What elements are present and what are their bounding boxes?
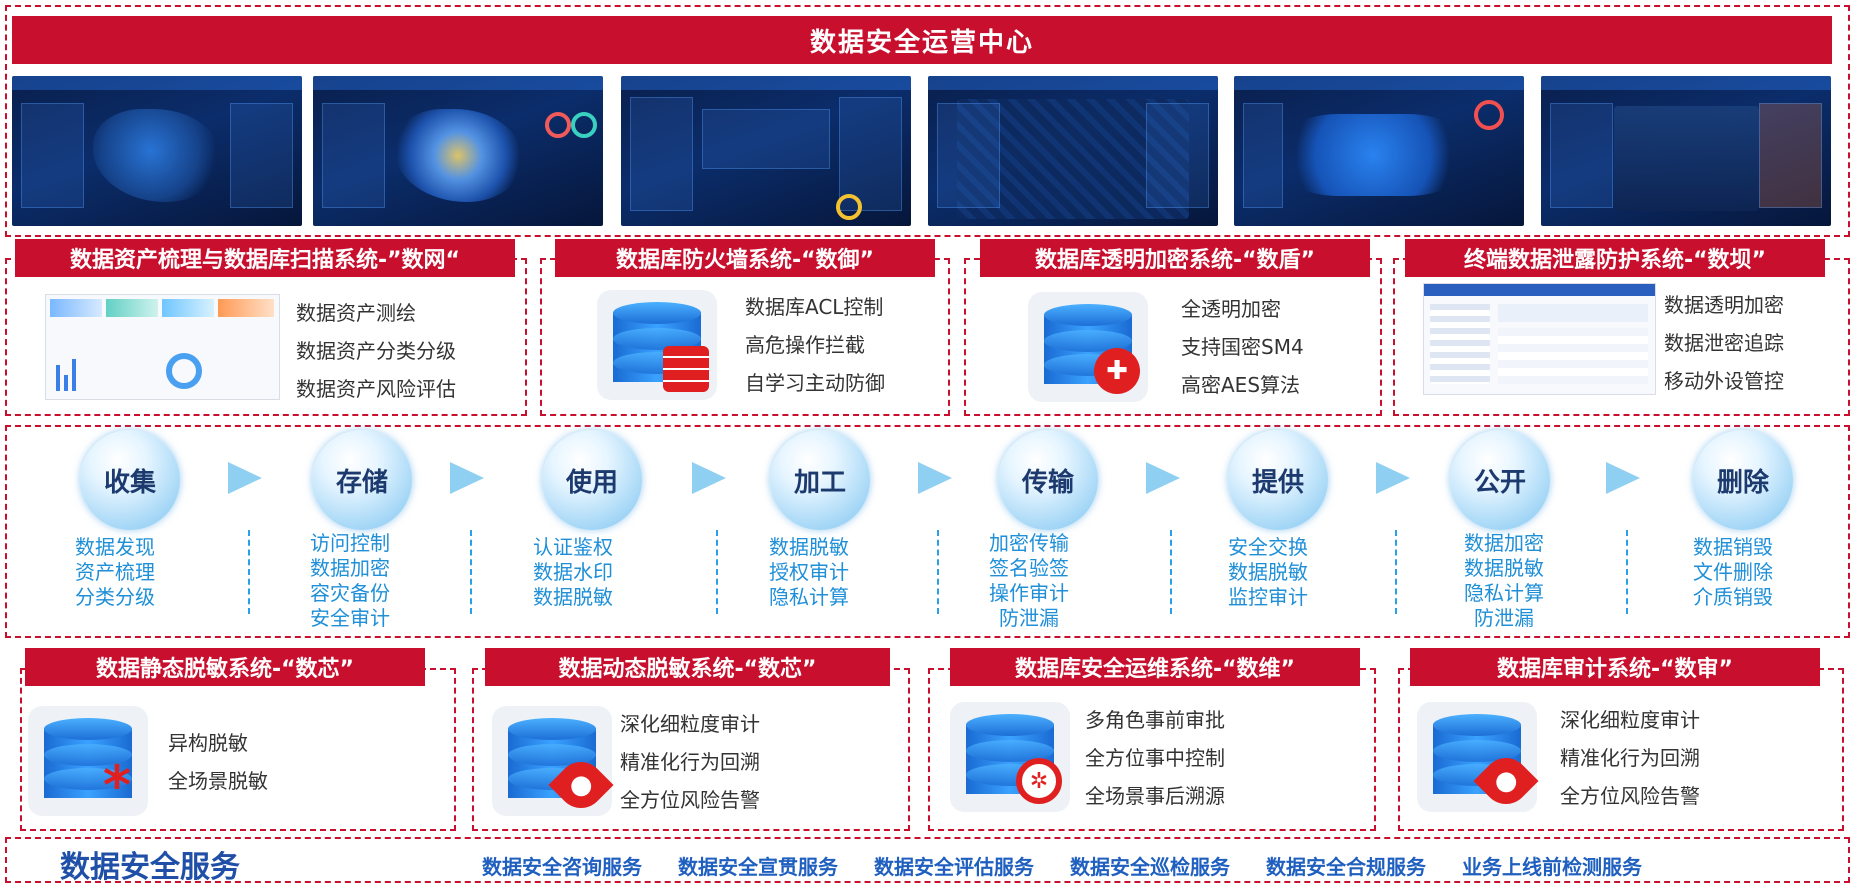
system-title-endpoint-dlp: 终端数据泄露防护系统-“数坝” — [1405, 239, 1825, 277]
service-item: 业务上线前检测服务 — [1462, 855, 1642, 879]
system-card-transparent-encryption — [964, 258, 1382, 416]
database-asterisk-icon: * — [28, 706, 148, 817]
feature-text: 数据泄密追踪 — [1664, 331, 1784, 355]
stage-measures-transmit: 加密传输签名验签操作审计防泄漏 — [989, 531, 1069, 630]
flow-arrow-icon — [1606, 462, 1640, 494]
stage-divider — [470, 530, 472, 614]
feature-text: 全方位风险告警 — [620, 788, 760, 812]
database-network-icon: ✲ — [950, 702, 1070, 812]
flow-arrow-icon — [1376, 462, 1410, 494]
feature-text: 高危操作拦截 — [745, 333, 865, 357]
service-item: 数据安全宣贯服务 — [678, 855, 838, 879]
system-title-dynamic-masking: 数据动态脱敏系统-“数芯” — [485, 648, 890, 686]
stage-measures-delete: 数据销毁文件删除介质销毁 — [1693, 535, 1773, 609]
dashboard-screenshot-2 — [313, 76, 603, 226]
flow-arrow-icon — [692, 462, 726, 494]
feature-text: 移动外设管控 — [1664, 369, 1784, 393]
system-title-static-masking: 数据静态脱敏系统-“数芯” — [25, 648, 425, 686]
operations-center-frame — [5, 5, 1850, 237]
dashboard-thumbnail — [45, 294, 280, 400]
feature-text: 支持国密SM4 — [1181, 335, 1304, 359]
feature-text: 多角色事前审批 — [1085, 708, 1225, 732]
feature-text: 精准化行为回溯 — [620, 750, 760, 774]
feature-text: 深化细粒度审计 — [1560, 708, 1700, 732]
stage-divider — [248, 530, 250, 614]
feature-text: 深化细粒度审计 — [620, 712, 760, 736]
stage-measures-store: 访问控制数据加密容灾备份安全审计 — [310, 531, 390, 630]
feature-text: 数据资产风险评估 — [296, 377, 456, 401]
database-eye-icon: ● — [492, 706, 614, 818]
feature-text: 自学习主动防御 — [745, 371, 885, 395]
stage-transmit: 传输 — [998, 430, 1098, 530]
system-title-db-firewall: 数据库防火墙系统-“数御” — [555, 239, 935, 277]
services-title: 数据安全服务 — [60, 850, 240, 885]
system-title-transparent-encryption: 数据库透明加密系统-“数盾” — [980, 239, 1370, 277]
stage-process: 加工 — [770, 430, 870, 530]
feature-text: 全场景事后溯源 — [1085, 784, 1225, 808]
operations-center-title: 数据安全运营中心 — [12, 16, 1832, 64]
feature-text: 精准化行为回溯 — [1560, 746, 1700, 770]
feature-text: 全方位事中控制 — [1085, 746, 1225, 770]
stage-collect: 收集 — [80, 430, 180, 530]
service-item: 数据安全咨询服务 — [482, 855, 642, 879]
feature-text: 数据透明加密 — [1664, 293, 1784, 317]
stage-measures-process: 数据脱敏授权审计隐私计算 — [769, 535, 849, 609]
feature-text: 全方位风险告警 — [1560, 784, 1700, 808]
stage-delete: 删除 — [1693, 430, 1793, 530]
feature-text: 数据资产分类分级 — [296, 339, 456, 363]
service-item: 数据安全巡检服务 — [1070, 855, 1230, 879]
stage-divider — [937, 530, 939, 614]
database-firewall-icon — [597, 290, 717, 400]
feature-text: 数据资产测绘 — [296, 301, 416, 325]
stage-measures-collect: 数据发现资产梳理分类分级 — [75, 535, 155, 609]
stage-use: 使用 — [542, 430, 642, 530]
stage-measures-use: 认证鉴权数据水印数据脱敏 — [533, 535, 613, 609]
dashboard-screenshot-4 — [928, 76, 1218, 226]
system-title-db-ops: 数据库安全运维系统-“数维” — [950, 648, 1360, 686]
stage-divider — [1626, 530, 1628, 614]
management-console-thumbnail — [1423, 283, 1656, 395]
dashboard-screenshot-6 — [1541, 76, 1831, 226]
service-item: 数据安全评估服务 — [874, 855, 1034, 879]
flow-arrow-icon — [1146, 462, 1180, 494]
flow-arrow-icon — [450, 462, 484, 494]
service-item: 数据安全合规服务 — [1266, 855, 1426, 879]
feature-text: 数据库ACL控制 — [745, 295, 884, 319]
flow-arrow-icon — [228, 462, 262, 494]
dashboard-screenshot-5 — [1234, 76, 1524, 226]
feature-text: 高密AES算法 — [1181, 373, 1301, 397]
stage-divider — [716, 530, 718, 614]
stage-measures-provide: 安全交换数据脱敏监控审计 — [1228, 535, 1308, 609]
system-title-asset-mapping: 数据资产梳理与数据库扫描系统-”数网“ — [15, 239, 515, 277]
stage-publish: 公开 — [1450, 430, 1550, 530]
stage-divider — [1395, 530, 1397, 614]
feature-text: 全场景脱敏 — [168, 769, 268, 793]
services-frame — [5, 837, 1850, 883]
stage-measures-publish: 数据加密数据脱敏隐私计算防泄漏 — [1464, 531, 1544, 630]
stage-store: 存储 — [312, 430, 412, 530]
stage-provide: 提供 — [1228, 430, 1328, 530]
dashboard-screenshot-1 — [12, 76, 302, 226]
feature-text: 异构脱敏 — [168, 731, 248, 755]
database-lock-icon: ✚ — [1028, 292, 1148, 402]
data-lifecycle-frame — [5, 425, 1850, 638]
stage-divider — [1170, 530, 1172, 614]
flow-arrow-icon — [918, 462, 952, 494]
dashboard-screenshot-3 — [621, 76, 911, 226]
system-title-db-audit: 数据库审计系统-“数审” — [1410, 648, 1820, 686]
database-eye-icon: ● — [1417, 702, 1539, 814]
feature-text: 全透明加密 — [1181, 297, 1281, 321]
